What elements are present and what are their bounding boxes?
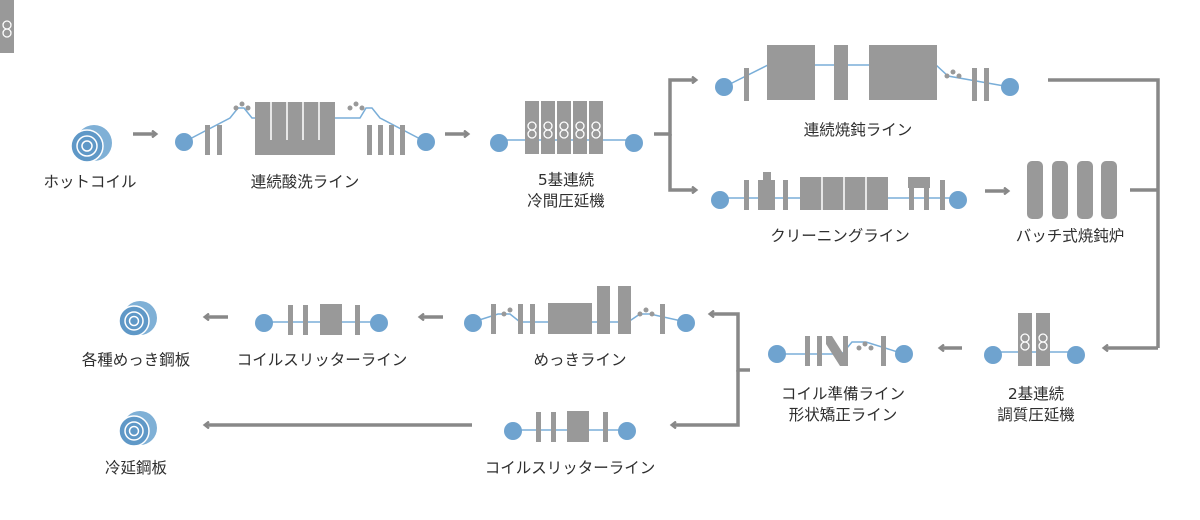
label-temper-mill-2: 調質圧延機: [997, 406, 1075, 424]
pickling-line-icon: [175, 101, 435, 155]
label-slitter-lower: コイルスリッターライン: [484, 459, 656, 477]
label-coated-sheet: 各種めっき鋼板: [81, 351, 191, 369]
label-prep-line-1: コイル準備ライン: [780, 385, 906, 403]
plating-line-icon: [464, 286, 695, 334]
label-slitter-upper: コイルスリッターライン: [236, 351, 408, 369]
label-hot-coil: ホットコイル: [43, 173, 137, 191]
label-cold-mill-2: 冷間圧延機: [527, 192, 605, 210]
temper-mill-icon: [984, 312, 1085, 367]
slitter-upper-icon: [255, 304, 388, 335]
slitter-lower-icon: [504, 411, 636, 442]
prep-line-icon: [768, 336, 913, 366]
cold-rolled-coil-icon: [118, 411, 157, 447]
hot-coil-icon: [70, 125, 112, 163]
label-batch-annealing: バッチ式焼鈍炉: [1015, 227, 1125, 245]
label-temper-mill-1: 2基連続: [1007, 385, 1065, 403]
label-continuous-annealing: 連続焼鈍ライン: [803, 121, 913, 139]
batch-furnace-icon: [1027, 161, 1117, 219]
label-pickling-line: 連続酸洗ライン: [250, 173, 360, 191]
continuous-annealing-icon: [715, 45, 1019, 101]
split-line: [710, 314, 750, 372]
label-cleaning-line: クリーニングライン: [770, 227, 910, 245]
cleaning-line-icon: [711, 172, 967, 210]
cold-mill-icon: [0, 0, 643, 155]
label-plating-line: めっきライン: [533, 351, 627, 369]
merge-line-top: [1048, 78, 1160, 348]
label-cold-rolled-sheet: 冷延鋼板: [104, 459, 168, 477]
branch-arrow-annealing: [654, 80, 696, 136]
coated-coil-icon: [118, 301, 157, 337]
label-prep-line-2: 形状矯正ライン: [788, 406, 898, 424]
label-cold-mill-1: 5基連続: [537, 171, 595, 189]
branch-arrow-cleaning: [668, 134, 696, 190]
split-line-lower: [672, 370, 740, 425]
